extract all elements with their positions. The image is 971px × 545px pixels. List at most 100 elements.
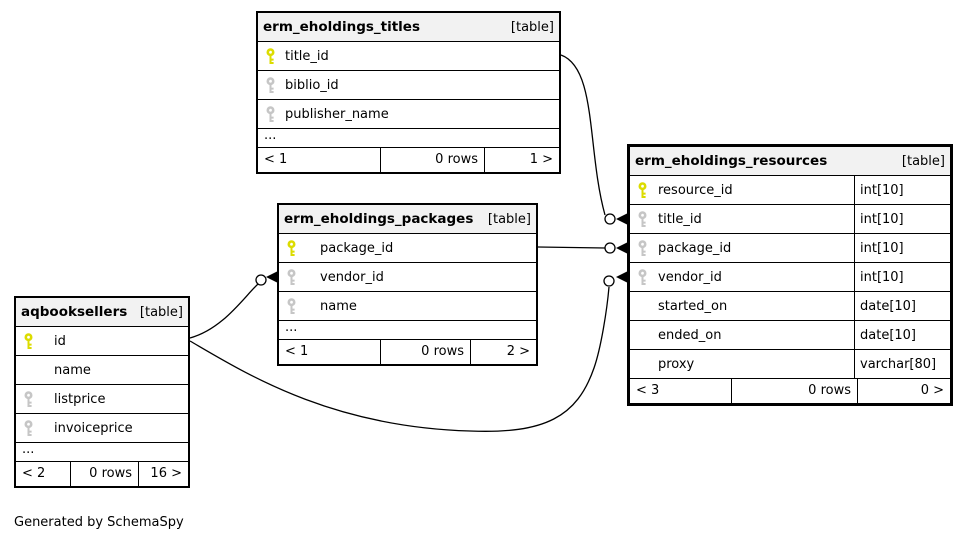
column-name: title_id xyxy=(658,211,702,227)
table-row: biblio_id xyxy=(258,71,559,100)
row-count: 0 rows xyxy=(70,462,138,486)
crow-foot-arrow-icon xyxy=(616,271,627,283)
relationship-curve xyxy=(189,283,259,339)
table-node-erm-eholdings-packages[interactable]: erm_eholdings_packages [table] package_i… xyxy=(277,203,538,366)
cardinality-circle-icon xyxy=(255,274,267,286)
index-key-icon xyxy=(637,239,648,257)
table-row: vendor_id int[10] xyxy=(630,263,950,292)
table-row: name xyxy=(279,292,536,321)
primary-key-icon xyxy=(286,239,297,257)
table-row: ended_on date[10] xyxy=(630,321,950,350)
table-header[interactable]: erm_eholdings_resources [table] xyxy=(630,147,950,176)
table-node-erm-eholdings-resources[interactable]: erm_eholdings_resources [table] resource… xyxy=(627,144,953,406)
table-header[interactable]: erm_eholdings_titles [table] xyxy=(258,13,559,42)
column-name: publisher_name xyxy=(285,106,389,122)
column-type: varchar[80] xyxy=(854,350,950,378)
table-name: erm_eholdings_packages xyxy=(284,211,474,227)
table-row: id xyxy=(16,327,188,356)
pagination-prev: < 2 xyxy=(22,466,46,481)
column-name: name xyxy=(54,362,91,378)
generator-credit: Generated by SchemaSpy xyxy=(14,515,184,530)
pagination-next: 1 > xyxy=(484,148,559,172)
table-type-badge: [table] xyxy=(510,19,554,35)
more-columns-ellipsis: ... xyxy=(16,443,188,462)
column-name: package_id xyxy=(320,240,394,256)
column-type: int[10] xyxy=(854,176,950,204)
column-name: id xyxy=(54,333,66,349)
relationship-curve xyxy=(560,54,606,216)
pagination-next: 2 > xyxy=(470,340,536,364)
column-name: biblio_id xyxy=(285,77,339,93)
column-name: resource_id xyxy=(658,182,733,198)
table-row: invoiceprice xyxy=(16,414,188,443)
index-key-icon xyxy=(286,297,297,315)
index-key-icon xyxy=(265,105,276,123)
table-footer: < 3 0 rows 0 > xyxy=(630,379,950,403)
column-name: name xyxy=(320,298,357,314)
pagination-next: 16 > xyxy=(138,462,188,486)
crow-foot-arrow-icon xyxy=(266,271,277,283)
table-footer: < 2 0 rows 16 > xyxy=(16,462,188,486)
table-row: title_id int[10] xyxy=(630,205,950,234)
index-key-icon xyxy=(23,390,34,408)
primary-key-icon xyxy=(23,332,34,350)
table-name: erm_eholdings_resources xyxy=(635,153,828,169)
table-footer: < 1 0 rows 1 > xyxy=(258,148,559,172)
column-type: date[10] xyxy=(854,321,950,349)
table-row: package_id int[10] xyxy=(630,234,950,263)
table-row: listprice xyxy=(16,385,188,414)
table-row: title_id xyxy=(258,42,559,71)
column-type: int[10] xyxy=(854,263,950,291)
column-name: vendor_id xyxy=(658,269,722,285)
row-count: 0 rows xyxy=(380,340,470,364)
crow-foot-arrow-icon xyxy=(616,242,627,254)
table-name: erm_eholdings_titles xyxy=(263,19,421,35)
cardinality-circle-icon xyxy=(604,242,616,254)
table-type-badge: [table] xyxy=(139,304,183,320)
more-columns-ellipsis: ... xyxy=(258,129,559,148)
table-type-badge: [table] xyxy=(901,153,945,169)
table-row: vendor_id xyxy=(279,263,536,292)
cardinality-circle-icon xyxy=(604,213,616,225)
column-type: int[10] xyxy=(854,234,950,262)
column-name: started_on xyxy=(658,298,728,314)
table-row: name xyxy=(16,356,188,385)
column-name: package_id xyxy=(658,240,732,256)
row-count: 0 rows xyxy=(731,379,857,403)
table-name: aqbooksellers xyxy=(21,304,128,320)
index-key-icon xyxy=(637,210,648,228)
table-header[interactable]: erm_eholdings_packages [table] xyxy=(279,205,536,234)
table-node-erm-eholdings-titles[interactable]: erm_eholdings_titles [table] title_id bi… xyxy=(256,11,561,174)
more-columns-ellipsis: ... xyxy=(279,321,536,340)
index-key-icon xyxy=(286,268,297,286)
column-name: invoiceprice xyxy=(54,420,133,436)
index-key-icon xyxy=(23,419,34,437)
column-type: int[10] xyxy=(854,205,950,233)
column-name: title_id xyxy=(285,48,329,64)
table-header[interactable]: aqbooksellers [table] xyxy=(16,298,188,327)
table-row: started_on date[10] xyxy=(630,292,950,321)
primary-key-icon xyxy=(265,47,276,65)
column-name: vendor_id xyxy=(320,269,384,285)
column-name: listprice xyxy=(54,391,106,407)
relationship-titles-resources xyxy=(560,54,627,225)
pagination-next: 0 > xyxy=(857,379,950,403)
pagination-prev: < 3 xyxy=(636,383,660,398)
relationship-aqbooksellers-packages xyxy=(189,271,277,339)
table-row: resource_id int[10] xyxy=(630,176,950,205)
row-count: 0 rows xyxy=(380,148,484,172)
crow-foot-arrow-icon xyxy=(616,213,627,225)
cardinality-circle-icon xyxy=(603,275,615,287)
column-name: ended_on xyxy=(658,327,722,343)
table-node-aqbooksellers[interactable]: aqbooksellers [table] id name listprice … xyxy=(14,296,190,488)
relationship-curve xyxy=(537,246,606,249)
index-key-icon xyxy=(637,268,648,286)
primary-key-icon xyxy=(637,181,648,199)
index-key-icon xyxy=(265,76,276,94)
table-row: package_id xyxy=(279,234,536,263)
table-footer: < 1 0 rows 2 > xyxy=(279,340,536,364)
pagination-prev: < 1 xyxy=(285,344,309,359)
table-row: proxy varchar[80] xyxy=(630,350,950,379)
pagination-prev: < 1 xyxy=(264,152,288,167)
